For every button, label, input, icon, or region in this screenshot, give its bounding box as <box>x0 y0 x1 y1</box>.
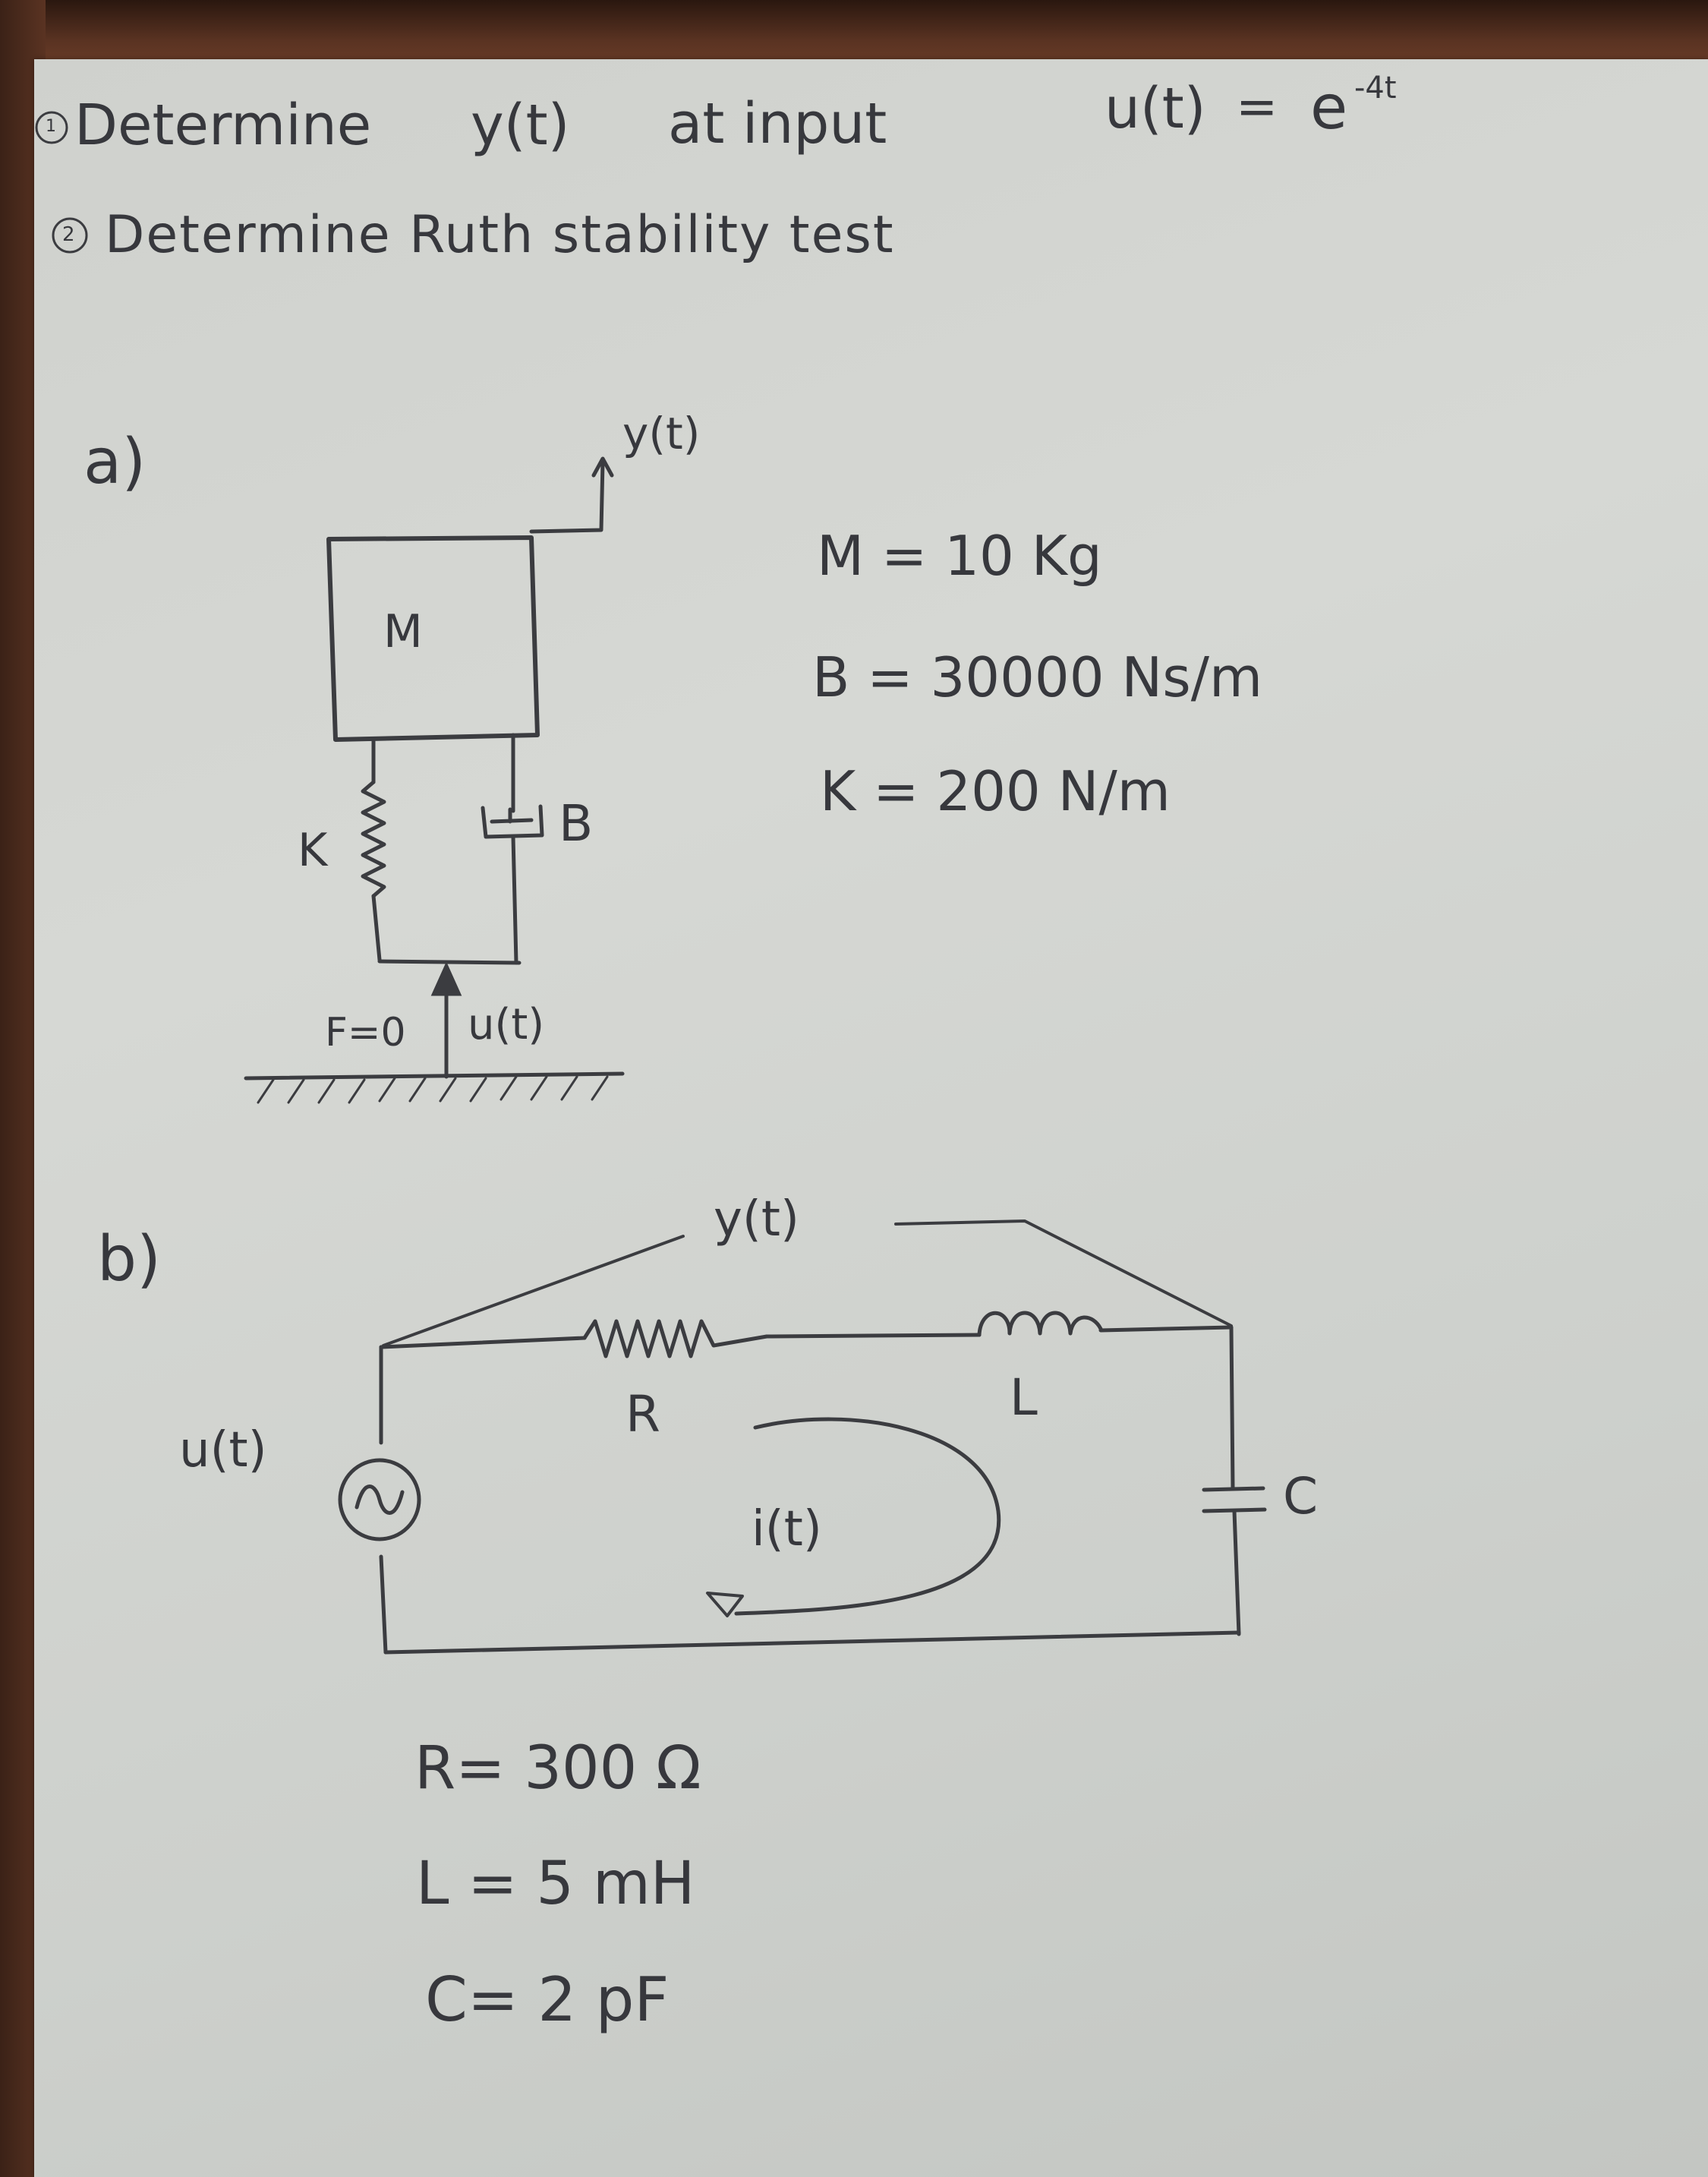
wooden-table-top <box>0 0 1708 68</box>
spring-coil <box>361 780 386 898</box>
ac-source-circle <box>338 1458 421 1541</box>
q1-number-circle <box>35 111 68 144</box>
current-label: i(t) <box>752 1501 822 1557</box>
top-wire-middle <box>764 1333 982 1339</box>
param-resistance: R= 300 Ω <box>414 1734 701 1803</box>
part-a-label: a) <box>84 426 147 498</box>
param-mass: M = 10 Kg <box>817 524 1102 588</box>
q1-exponent: -4t <box>1354 71 1397 106</box>
ground-line <box>244 1071 625 1081</box>
input-arrow-head <box>430 961 462 996</box>
capacitor-plates <box>1202 1486 1267 1513</box>
rlc-circuit-diagram <box>338 1219 1267 1655</box>
q2-text: Determine Ruth stability test <box>105 205 895 265</box>
spring-label: K <box>298 824 328 877</box>
damper-label: B <box>559 794 594 853</box>
q1-quoted-output: y(t) <box>471 93 570 158</box>
mechanical-system-diagram <box>244 456 625 1104</box>
force-label: F=0 <box>325 1010 406 1055</box>
q1-determine: Determine <box>74 93 372 158</box>
q1-base: e <box>1310 72 1348 143</box>
q1-number: 1 <box>46 117 56 136</box>
left-wire-bottom <box>379 1554 388 1655</box>
top-wire-left <box>379 1336 587 1349</box>
q1-equals: = <box>1236 77 1278 136</box>
capacitor-label: C <box>1283 1467 1319 1525</box>
current-arrow-head <box>706 1592 744 1617</box>
param-damping: B = 30000 Ns/m <box>812 645 1263 709</box>
top-wire-right <box>1098 1325 1234 1333</box>
source-label: u(t) <box>179 1422 267 1478</box>
output-pointer-line <box>529 459 605 534</box>
damper-piston <box>490 807 534 824</box>
right-wire-bottom <box>1232 1509 1241 1636</box>
output-right-lead <box>894 1219 1233 1327</box>
param-capacitance: C= 2 pF <box>425 1964 670 2035</box>
ground-hatching <box>257 1075 609 1104</box>
resistor-zigzag <box>582 1319 769 1358</box>
param-spring: K = 200 N/m <box>820 759 1171 823</box>
ac-source-wave <box>355 1484 405 1515</box>
part-b-output-label: y(t) <box>714 1191 799 1248</box>
paper-sheet <box>34 59 1708 2177</box>
output-arrow-head <box>591 456 614 478</box>
inductor-label: L <box>1010 1368 1038 1427</box>
part-b-label: b) <box>97 1223 162 1295</box>
inductor-coil <box>977 1311 1103 1337</box>
q2-number-circle <box>52 217 88 254</box>
part-a-input-label: u(t) <box>468 1000 545 1049</box>
bottom-wire <box>383 1630 1241 1655</box>
q1-at-input: at input <box>668 91 887 156</box>
resistor-label: R <box>626 1385 660 1443</box>
q2-number: 2 <box>62 223 75 246</box>
part-a-output-label: y(t) <box>622 408 701 459</box>
damper-bottom-line <box>511 835 518 965</box>
current-loop <box>734 1417 1001 1616</box>
param-inductance: L = 5 mH <box>416 1850 695 1918</box>
mass-block <box>326 535 540 742</box>
spring-bottom-line <box>371 894 382 962</box>
q1-input-label: u(t) <box>1105 76 1206 141</box>
mass-label: M <box>383 605 423 658</box>
right-wire-top <box>1229 1325 1235 1491</box>
output-left-lead <box>382 1235 685 1347</box>
bottom-plate <box>377 959 522 965</box>
